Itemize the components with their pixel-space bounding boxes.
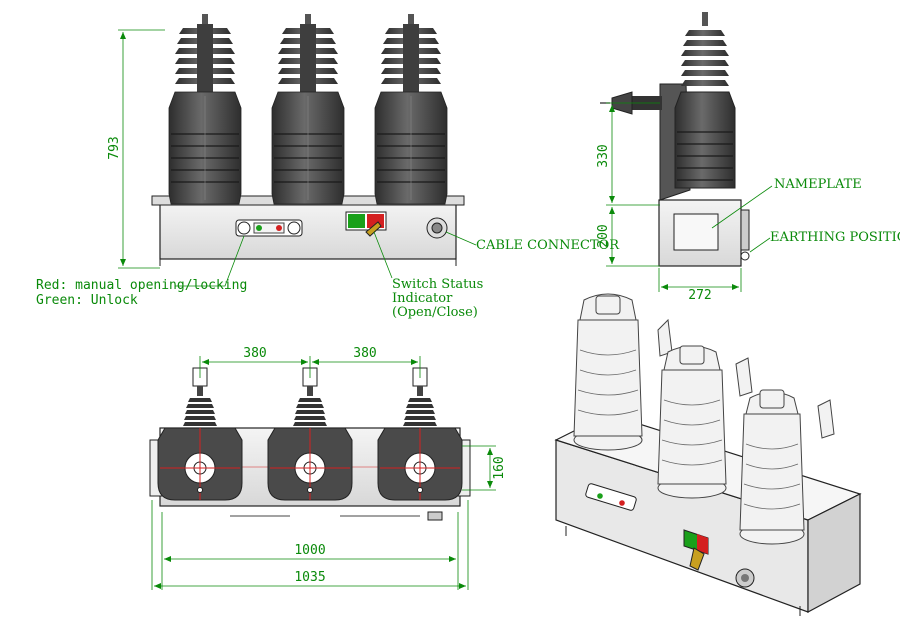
callout-status-line2: Indicator <box>392 291 453 306</box>
callout-nameplate: NAMEPLATE <box>774 177 862 192</box>
dim-side-lower-label: 200 <box>596 224 611 247</box>
lock-mechanism <box>235 219 303 237</box>
dim-side-upper-label: 330 <box>596 144 611 167</box>
iso-status-indicator <box>683 529 709 571</box>
isometric-view <box>554 293 862 616</box>
dim-depth-label: 160 <box>492 456 507 479</box>
cable-connector <box>426 217 448 239</box>
dim-side-width-label: 272 <box>688 288 711 303</box>
front-view: 793 Red: manual opening/locking Green: U… <box>36 13 620 320</box>
dim-spacing-1-label: 380 <box>243 346 266 361</box>
iso-lock <box>585 483 637 511</box>
side-view: 330 200 272 NAMEPLATE EARTHING POSITION <box>596 12 900 303</box>
dim-inner-label: 1000 <box>294 543 325 558</box>
dim-outer-label: 1035 <box>294 570 325 585</box>
callout-status-line1: Switch Status <box>392 277 483 292</box>
callout-cable: CABLE CONNECTOR <box>476 238 620 253</box>
dim-spacing-2-label: 380 <box>353 346 376 361</box>
dim-height: 793 <box>107 29 165 269</box>
callout-lock-line1: Red: manual opening/locking <box>36 278 247 293</box>
top-view: 380 380 160 1000 1035 <box>149 346 507 590</box>
callout-status-line3: (Open/Close) <box>392 305 478 320</box>
status-indicator <box>345 211 387 237</box>
callout-earthing: EARTHING POSITION <box>770 230 900 245</box>
dim-height-label: 793 <box>107 136 122 159</box>
callout-lock-line2: Green: Unlock <box>36 293 138 308</box>
